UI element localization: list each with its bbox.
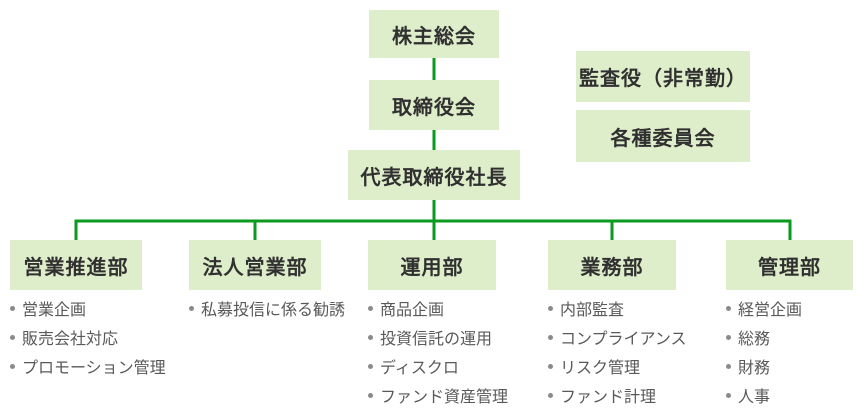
- dept-list-item: 商品企画: [368, 296, 508, 325]
- org-node-dept-sales-promotion: 営業推進部: [10, 240, 142, 290]
- dept-list-item: 営業企画: [10, 296, 166, 325]
- org-node-auditor: 監査役（非常勤）: [576, 51, 750, 102]
- org-node-label: 代表取締役社長: [360, 166, 508, 189]
- dept-list-item: 投資信託の運用: [368, 325, 508, 354]
- dept-list-investment: 商品企画 投資信託の運用 ディスクロ ファンド資産管理: [368, 296, 508, 408]
- dept-list-item: リスク管理: [548, 354, 687, 383]
- org-node-label: 各種委員会: [610, 127, 716, 150]
- dept-list-item: 人事: [726, 383, 802, 408]
- org-node-label: 業務部: [580, 256, 644, 279]
- org-node-label: 営業推進部: [23, 256, 129, 279]
- dept-list-corporate-sales: 私募投信に係る勧誘: [189, 296, 345, 325]
- dept-list-item: ディスクロ: [368, 354, 508, 383]
- dept-list-item: ファンド計理: [548, 383, 687, 408]
- dept-list-item: 総務: [726, 325, 802, 354]
- org-node-label: 取締役会: [392, 96, 476, 119]
- org-node-dept-operations: 業務部: [548, 240, 676, 290]
- org-node-committees: 各種委員会: [576, 110, 750, 162]
- org-node-label: 管理部: [758, 256, 821, 279]
- dept-list-item: 経営企画: [726, 296, 802, 325]
- dept-list-item: コンプライアンス: [548, 325, 687, 354]
- dept-list-item: 財務: [726, 354, 802, 383]
- dept-list-sales-promotion: 営業企画 販売会社対応 プロモーション管理: [10, 296, 166, 383]
- dept-list-item: 私募投信に係る勧誘: [189, 296, 345, 325]
- org-node-label: 監査役（非常勤）: [579, 68, 747, 90]
- org-node-board-of-directors: 取締役会: [369, 80, 499, 130]
- dept-list-operations: 内部監査 コンプライアンス リスク管理 ファンド計理: [548, 296, 687, 408]
- org-node-label: 運用部: [400, 256, 464, 279]
- org-node-label: 法人営業部: [202, 256, 308, 279]
- dept-list-item: プロモーション管理: [10, 354, 166, 383]
- org-node-shareholders-meeting: 株主総会: [369, 10, 499, 58]
- org-node-label: 株主総会: [392, 25, 476, 48]
- dept-list-administration: 経営企画 総務 財務 人事: [726, 296, 802, 408]
- org-node-dept-administration: 管理部: [726, 240, 853, 290]
- org-node-dept-investment: 運用部: [368, 240, 496, 290]
- org-node-dept-corporate-sales: 法人営業部: [189, 240, 321, 290]
- dept-list-item: 内部監査: [548, 296, 687, 325]
- dept-list-item: 販売会社対応: [10, 325, 166, 354]
- dept-list-item: ファンド資産管理: [368, 383, 508, 408]
- org-node-president: 代表取締役社長: [348, 150, 520, 200]
